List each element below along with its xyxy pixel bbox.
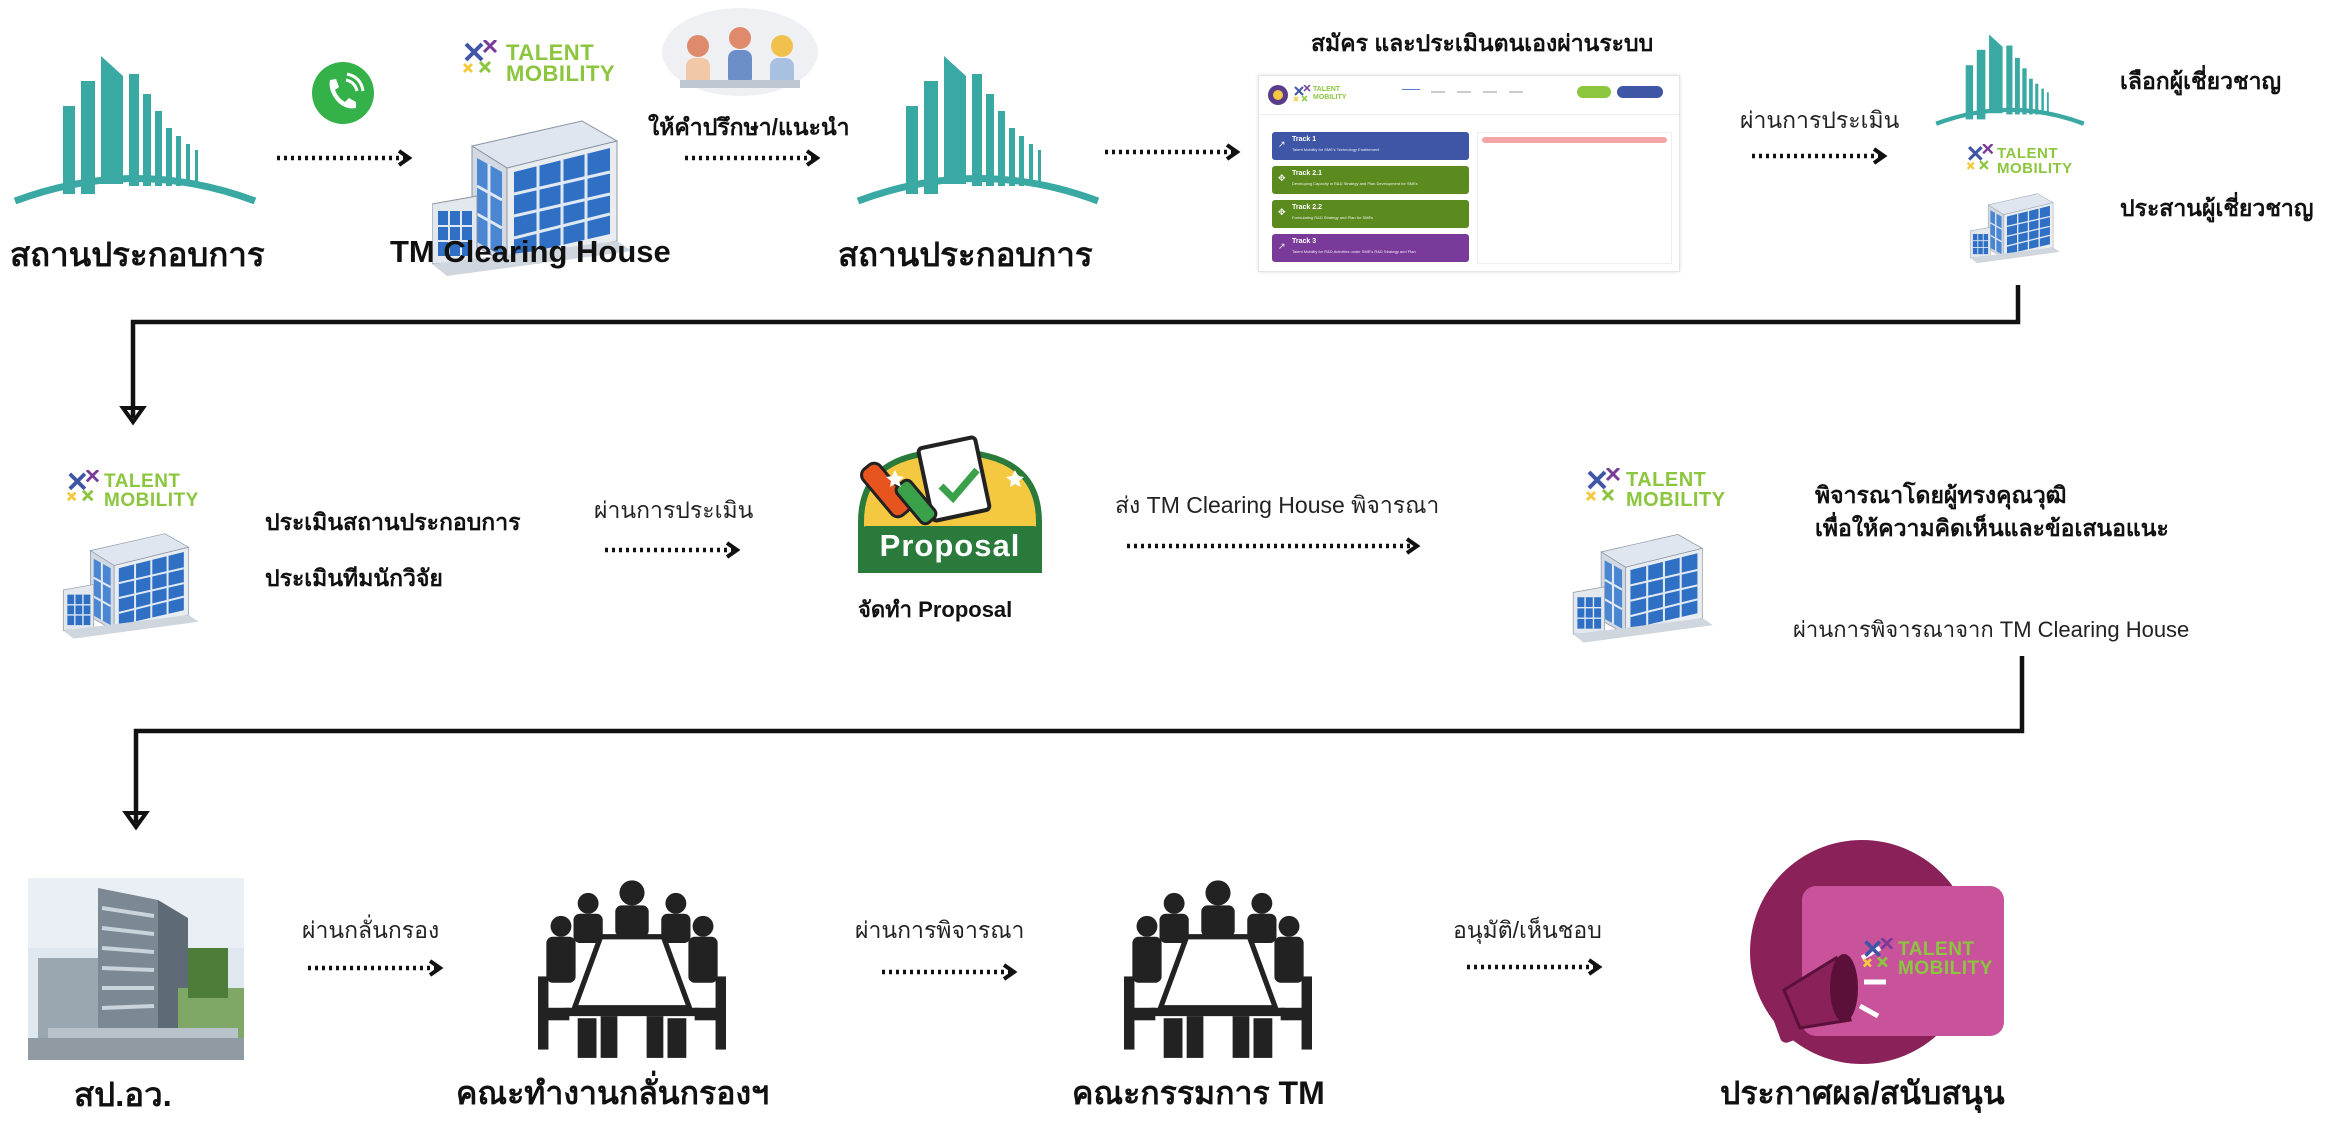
pass-review-label: ผ่านการพิจารณาจาก TM Clearing House	[1793, 617, 2190, 642]
announce-label: ประกาศผล/สนับสนุน	[1720, 1075, 2005, 1111]
nstda-label: สป.อว.	[74, 1076, 172, 1113]
track-arrow-icon: ↗	[1278, 139, 1286, 149]
assess-operator-label: ประเมินสถานประกอบการ	[265, 509, 521, 535]
arrow-2	[685, 149, 821, 167]
proposal-sign-text: Proposal	[879, 528, 1021, 563]
select-expert-label: เลือกผู้เชี่ยวชาญ	[2120, 68, 2282, 94]
proposal-badge-icon	[858, 435, 1042, 573]
track-cross-icon: ✥	[1278, 207, 1286, 217]
office-building-icon	[1969, 193, 2061, 264]
coordinate-expert-label: ประสานผู้เชี่ยวชาญ	[2120, 195, 2314, 221]
skyline-icon-2	[848, 36, 1108, 211]
mockup-seal-icon	[1268, 85, 1288, 105]
arrow-8	[882, 963, 1018, 981]
mockup-track-3: ↗ Track 3 Talent Mobility for R&D Activi…	[1272, 234, 1469, 262]
advice-label: ให้คำปรึกษา/แนะนำ	[648, 114, 850, 140]
mockup-tab	[1457, 91, 1471, 93]
operator-label: สถานประกอบการ	[10, 236, 265, 273]
arrow-7	[308, 959, 444, 977]
mockup-track-2-2: ✥ Track 2.2 Formulating R&D Strategy and…	[1272, 200, 1469, 228]
meeting-table-icon	[537, 872, 727, 1060]
arrow-9	[1467, 958, 1603, 976]
operator-label-2: สถานประกอบการ	[838, 236, 1093, 273]
review-line-1: พิจารณาโดยผู้ทรงคุณวุฒิ	[1815, 482, 2067, 508]
talent-mobility-logo-icon	[1862, 938, 1894, 969]
send-label: ส่ง TM Clearing House พิจารณา	[1115, 492, 1440, 518]
register-title: สมัคร และประเมินตนเองผ่านระบบ	[1311, 30, 1654, 56]
phone-icon	[312, 62, 374, 124]
connector-row1-row2-head	[119, 406, 147, 426]
connector-row2-row3	[133, 656, 2025, 823]
meeting-table-icon	[1123, 872, 1313, 1060]
committee-label: คณะกรรมการ TM	[1072, 1075, 1325, 1111]
arrow-1	[277, 149, 413, 167]
mockup-logo-icon	[1293, 85, 1311, 102]
mockup-side-panel	[1477, 132, 1672, 264]
make-proposal-label: จัดทำ Proposal	[858, 597, 1013, 622]
mockup-pill-blue	[1617, 86, 1663, 98]
announcement-icon	[1750, 840, 2004, 1064]
review-line-2: เพื่อให้ความคิดเห็นและข้อเสนอแนะ	[1815, 515, 2169, 541]
mockup-track-2-1: ✥ Track 2.1 Developing Capacity in R&D S…	[1272, 166, 1469, 194]
mockup-tab	[1483, 91, 1497, 93]
mockup-pill-green	[1577, 86, 1611, 98]
mockup-track-1: ↗ Track 1 Talent Mobility for SME's Tech…	[1272, 132, 1469, 160]
pass-eval-label-1: ผ่านการประเมิน	[1740, 107, 1900, 133]
working-group-label: คณะทำงานกลั่นกรองฯ	[456, 1075, 770, 1111]
arrow-4	[1752, 147, 1888, 165]
approve-label: อนุมัติ/เห็นชอบ	[1453, 917, 1602, 943]
screen-pass-label: ผ่านกลั่นกรอง	[302, 917, 440, 943]
track-cross-icon: ✥	[1278, 173, 1286, 183]
pass-eval-label-2: ผ่านการประเมิน	[594, 497, 754, 523]
office-building-icon	[1572, 533, 1714, 644]
consulting-people-icon	[662, 8, 818, 96]
mockup-notice-bar	[1482, 137, 1667, 143]
arrow-3	[1105, 143, 1241, 161]
track-arrow-icon: ↗	[1278, 241, 1286, 251]
nstda-building-photo	[28, 878, 244, 1060]
mockup-tab	[1402, 89, 1420, 90]
talent-mobility-logo-icon	[1966, 144, 1994, 171]
skyline-icon	[5, 36, 265, 211]
connector-row2-row3-head	[122, 811, 150, 831]
mockup-tab	[1509, 91, 1523, 93]
mockup-tab	[1431, 91, 1445, 93]
assess-team-label: ประเมินทีมนักวิจัย	[265, 565, 443, 591]
talent-mobility-logo-icon	[462, 40, 498, 74]
talent-mobility-logo-icon	[1585, 468, 1621, 502]
connector-row1-row2	[130, 285, 2021, 418]
clearing-house-label: TM Clearing House	[390, 234, 671, 269]
consider-pass-label: ผ่านการพิจารณา	[855, 917, 1025, 943]
office-building-icon	[62, 532, 200, 640]
arrow-6	[1127, 537, 1421, 555]
talent-mobility-logo-icon	[66, 470, 100, 503]
arrow-5	[605, 541, 741, 559]
skyline-icon-3	[1930, 22, 2090, 130]
